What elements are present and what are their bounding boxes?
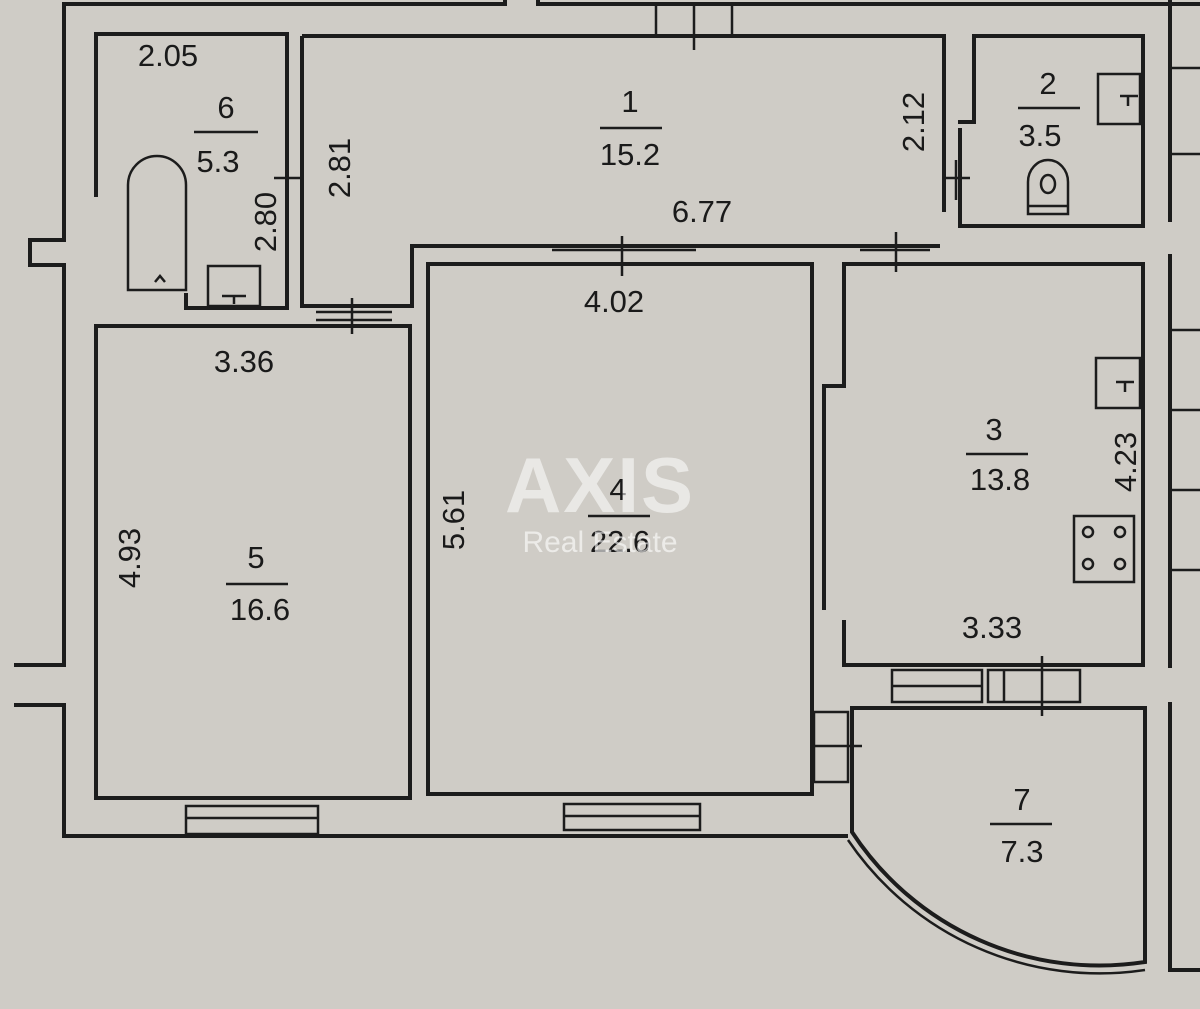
room-3 xyxy=(822,262,1145,716)
dim-3-33: 3.33 xyxy=(962,610,1022,645)
dimension-labels: 2.05 2.80 2.81 2.12 6.77 4.02 3.36 5.61 … xyxy=(112,38,1143,645)
room-labels: 6 5.3 1 15.2 2 3.5 3 13.8 4 22.6 5 16.6 … xyxy=(194,66,1080,869)
room-7 xyxy=(846,706,1147,975)
outer-walls xyxy=(14,0,1200,972)
dim-2-12: 2.12 xyxy=(896,92,931,152)
sink-icon xyxy=(206,264,262,308)
room-1-area: 15.2 xyxy=(600,137,660,172)
room-1 xyxy=(300,2,946,334)
dim-2-05: 2.05 xyxy=(138,38,198,73)
watermark-logo: AXIS xyxy=(505,441,695,529)
window-room-5 xyxy=(184,804,320,836)
room-1-number: 1 xyxy=(621,84,638,119)
room-7-number: 7 xyxy=(1013,782,1030,817)
room-5 xyxy=(94,324,412,836)
dim-4-02: 4.02 xyxy=(584,284,644,319)
room-6 xyxy=(94,32,300,310)
room-3-number: 3 xyxy=(985,412,1002,447)
dim-3-36: 3.36 xyxy=(214,344,274,379)
dim-2-80: 2.80 xyxy=(248,192,283,252)
wc-sink-icon xyxy=(1096,72,1142,126)
room-2-area: 3.5 xyxy=(1018,118,1061,153)
room-4-number: 4 xyxy=(609,472,626,507)
dim-6-77: 6.77 xyxy=(672,194,732,229)
stove-icon xyxy=(1072,514,1136,584)
room-3-area: 13.8 xyxy=(970,462,1030,497)
room-5-area: 16.6 xyxy=(230,592,290,627)
dim-5-61: 5.61 xyxy=(436,490,471,550)
room-4 xyxy=(426,262,862,832)
room-6-area: 5.3 xyxy=(196,144,239,179)
kitchen-sink-icon xyxy=(1094,356,1142,410)
room-2-number: 2 xyxy=(1039,66,1056,101)
watermark-subtitle: Real Estate xyxy=(522,526,677,559)
room-6-number: 6 xyxy=(217,90,234,125)
room-4-area: 22.6 xyxy=(590,524,650,559)
dim-4-93: 4.93 xyxy=(112,528,147,588)
toilet-icon xyxy=(1026,158,1070,216)
room-5-number: 5 xyxy=(247,540,264,575)
room-7-area: 7.3 xyxy=(1000,834,1043,869)
watermark: AXIS Real Estate xyxy=(505,441,695,559)
dim-2-81: 2.81 xyxy=(322,138,357,198)
bathtub-icon xyxy=(126,154,188,292)
room-2 xyxy=(944,34,1145,228)
dim-4-23: 4.23 xyxy=(1108,432,1143,492)
